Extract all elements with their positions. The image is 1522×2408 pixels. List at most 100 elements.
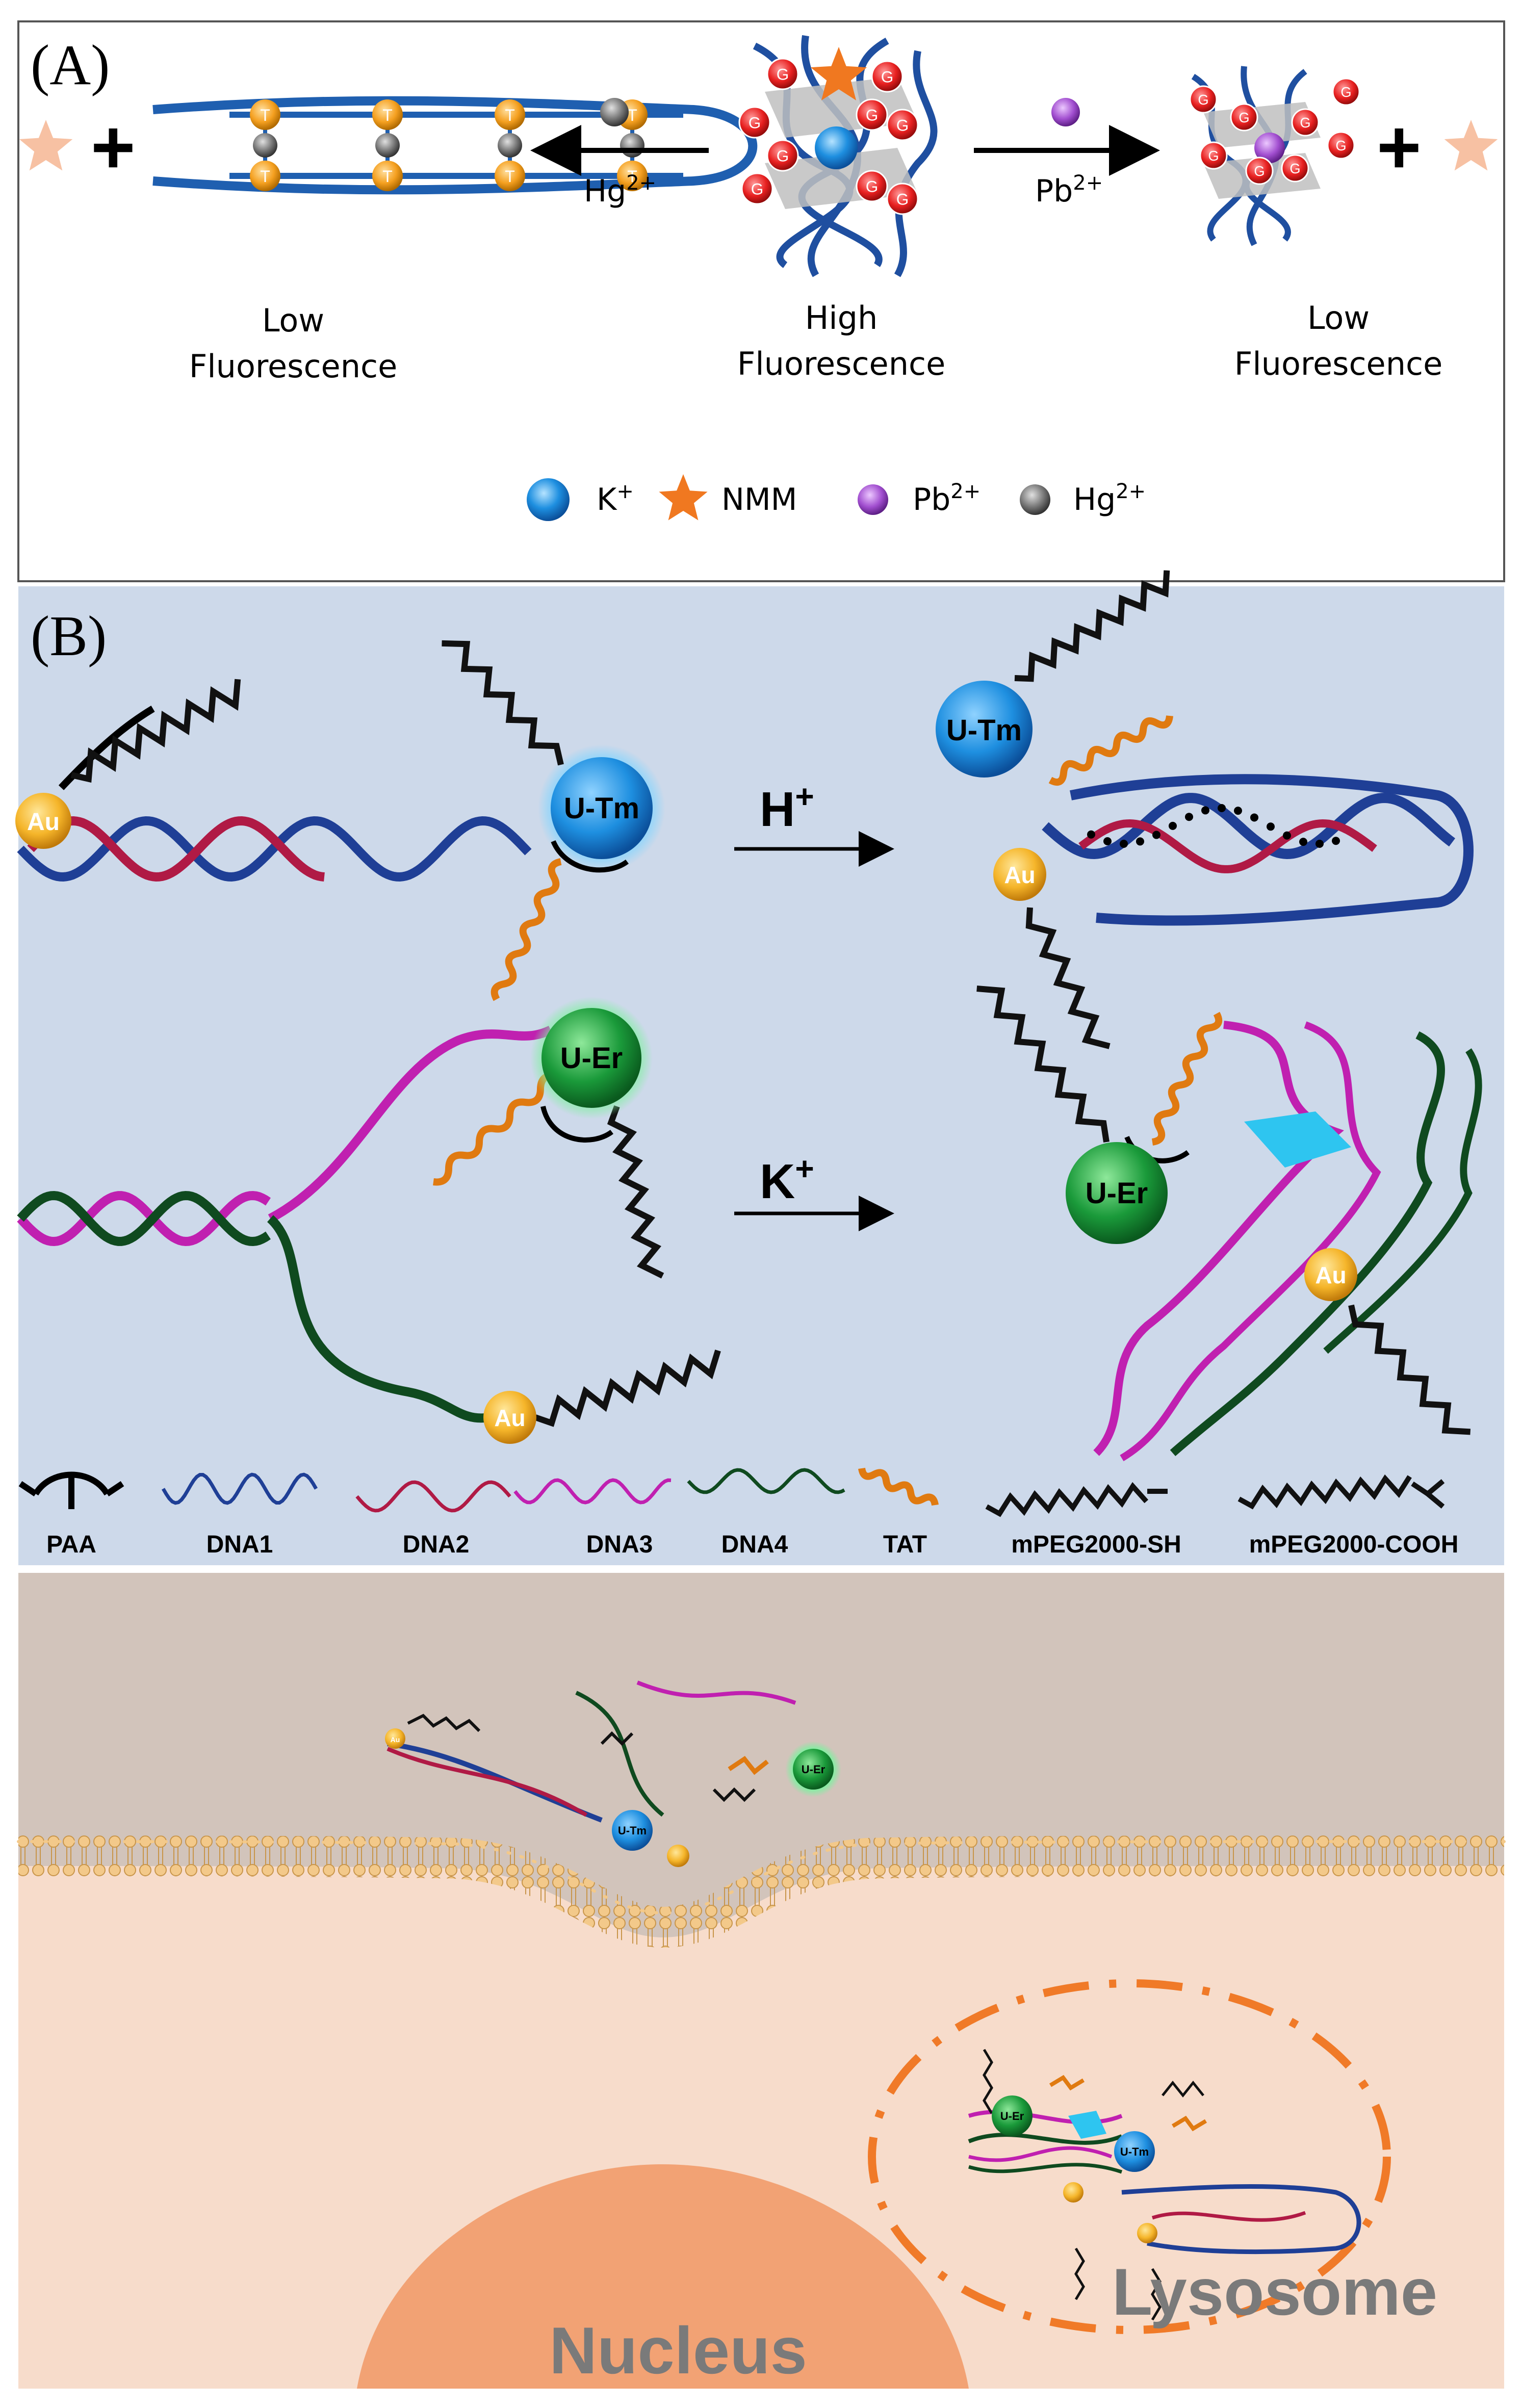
nanoprobe-outside-cell	[385, 1680, 841, 1867]
guanine-letter: G	[1289, 161, 1300, 176]
small-au-label-outside: Au	[391, 1736, 400, 1744]
legend-dna3-label: DNA3	[586, 1531, 653, 1558]
u-tm-nanoparticle-row1-left	[442, 640, 665, 1001]
cell-membrane	[18, 1835, 1505, 1948]
guanine-letter: G	[896, 190, 909, 208]
guanine-ball	[1245, 157, 1274, 185]
hg-ion-icon	[600, 98, 629, 126]
guanine-letter: G	[896, 116, 909, 134]
plus-sign-right: +	[1377, 104, 1422, 190]
au-label-row1-left: Au	[27, 809, 60, 836]
legend-pb-label: Pb2+	[913, 480, 981, 517]
thymine-letter: T	[382, 106, 393, 124]
thymine-letter: T	[382, 167, 393, 186]
thymine-letter: T	[627, 167, 637, 186]
hoogsteen-dot	[1250, 813, 1258, 822]
state-right-line2: Fluorescence	[1234, 345, 1442, 382]
guanine-letter: G	[866, 106, 879, 124]
guanine-ball	[1327, 131, 1355, 160]
legend-k-icon	[527, 478, 570, 521]
guanine-ball	[741, 172, 773, 205]
panel-b-label: (B)	[31, 605, 107, 668]
legend-dna3-icon	[513, 1478, 672, 1505]
legend-k-label: K+	[597, 480, 634, 517]
legend-mpeg-sh-icon	[985, 1482, 1168, 1517]
au-nanoparticle-row2-right	[1304, 1248, 1357, 1301]
hoogsteen-dot	[1283, 831, 1291, 840]
hoogsteen-dot	[1218, 804, 1226, 813]
legend-dna2-label: DNA2	[403, 1531, 470, 1558]
hoogsteen-dot	[1185, 813, 1193, 821]
guanine-ball	[1199, 141, 1228, 170]
guanine-letter: G	[777, 65, 789, 83]
hoogsteen-dot	[1267, 822, 1275, 831]
thymine-ball-top	[495, 99, 525, 130]
hg-ion-bridge	[620, 133, 644, 158]
legend-nmm-star-icon	[659, 474, 708, 521]
u-er-nanoparticle-row2-left	[541, 1008, 641, 1108]
hoogsteen-dot	[1332, 837, 1340, 845]
hoogsteen-dot	[1234, 807, 1242, 815]
thymine-ball-bottom	[250, 161, 280, 191]
u-tm-label-row1-left: U-Tm	[564, 792, 639, 825]
legend-paa-label: PAA	[46, 1531, 96, 1558]
legend-dna1-label: DNA1	[207, 1531, 273, 1558]
thymine-ball-top	[250, 99, 280, 130]
lysosome-label: Lysosome	[1112, 2255, 1437, 2329]
guanine-letter: G	[1198, 92, 1208, 108]
hoogsteen-dot	[1201, 806, 1209, 815]
hoogsteen-dot	[1136, 837, 1144, 846]
hoogsteen-dot	[1299, 838, 1307, 846]
legend-dna2-icon	[355, 1480, 511, 1513]
hg-reagent-label: Hg2+	[584, 171, 656, 209]
au-label-row2-left: Au	[494, 1405, 525, 1431]
nucleus	[357, 2164, 969, 2389]
legend-mpeg-cooh-label: mPEG2000-COOH	[1249, 1531, 1459, 1558]
legend-mpeg-sh-label: mPEG2000-SH	[1011, 1531, 1181, 1558]
pb-reagent-label: Pb2+	[1035, 171, 1103, 209]
legend-dna4-label: DNA4	[721, 1531, 788, 1558]
guanine-letter: G	[866, 177, 879, 195]
small-u-er-label-lysosome: U-Er	[1000, 2110, 1024, 2122]
thymine-ball-top	[372, 99, 403, 130]
panel-a-legend: K+ NMM Pb2+ Hg2+	[527, 474, 1146, 521]
guanine-letter: G	[749, 113, 761, 132]
state-right-line1: Low	[1307, 299, 1370, 336]
state-center-line2: Fluorescence	[737, 345, 945, 382]
dna3-dna4-fork-left	[17, 1025, 721, 1427]
guanine-ball	[886, 109, 919, 141]
dna1-dna2-duplex-left	[17, 679, 532, 882]
guanine-letter: G	[751, 179, 764, 198]
guanine-ball	[766, 139, 799, 172]
pb-ion-icon	[1051, 98, 1080, 126]
thymine-ball-bottom	[372, 161, 403, 191]
au-nanoparticle-row2-left	[483, 1391, 536, 1444]
guanine-ball	[1281, 154, 1309, 183]
panel-a-label: (A)	[31, 34, 110, 97]
guanine-letter: G	[881, 67, 894, 86]
small-u-tm-label-lysosome: U-Tm	[1120, 2145, 1149, 2158]
hoogsteen-dot	[1169, 821, 1177, 830]
hg-ion-bridge	[375, 133, 400, 158]
legend-paa-icon	[18, 1471, 124, 1509]
legend-tat-icon	[858, 1467, 939, 1506]
nmm-star-icon-left	[19, 120, 73, 171]
hoogsteen-dot	[1103, 837, 1112, 845]
guanine-ball	[871, 60, 904, 93]
hg-ion-bridge	[253, 133, 277, 158]
u-er-label-row2-right: U-Er	[1086, 1177, 1148, 1210]
guanine-letter: G	[1340, 84, 1351, 100]
state-center-line1: High	[805, 299, 878, 336]
nmm-star-icon-center	[810, 47, 867, 100]
k-plus-trigger-label: K+	[760, 1150, 814, 1209]
panel-b-background	[18, 586, 1504, 1565]
state-left-line1: Low	[262, 302, 324, 339]
guanine-ball	[738, 106, 771, 139]
legend-dna4-icon	[687, 1468, 845, 1494]
plus-sign-left: +	[91, 104, 136, 190]
guanine-letter: G	[1300, 115, 1310, 131]
guanine-ball	[1189, 85, 1218, 114]
